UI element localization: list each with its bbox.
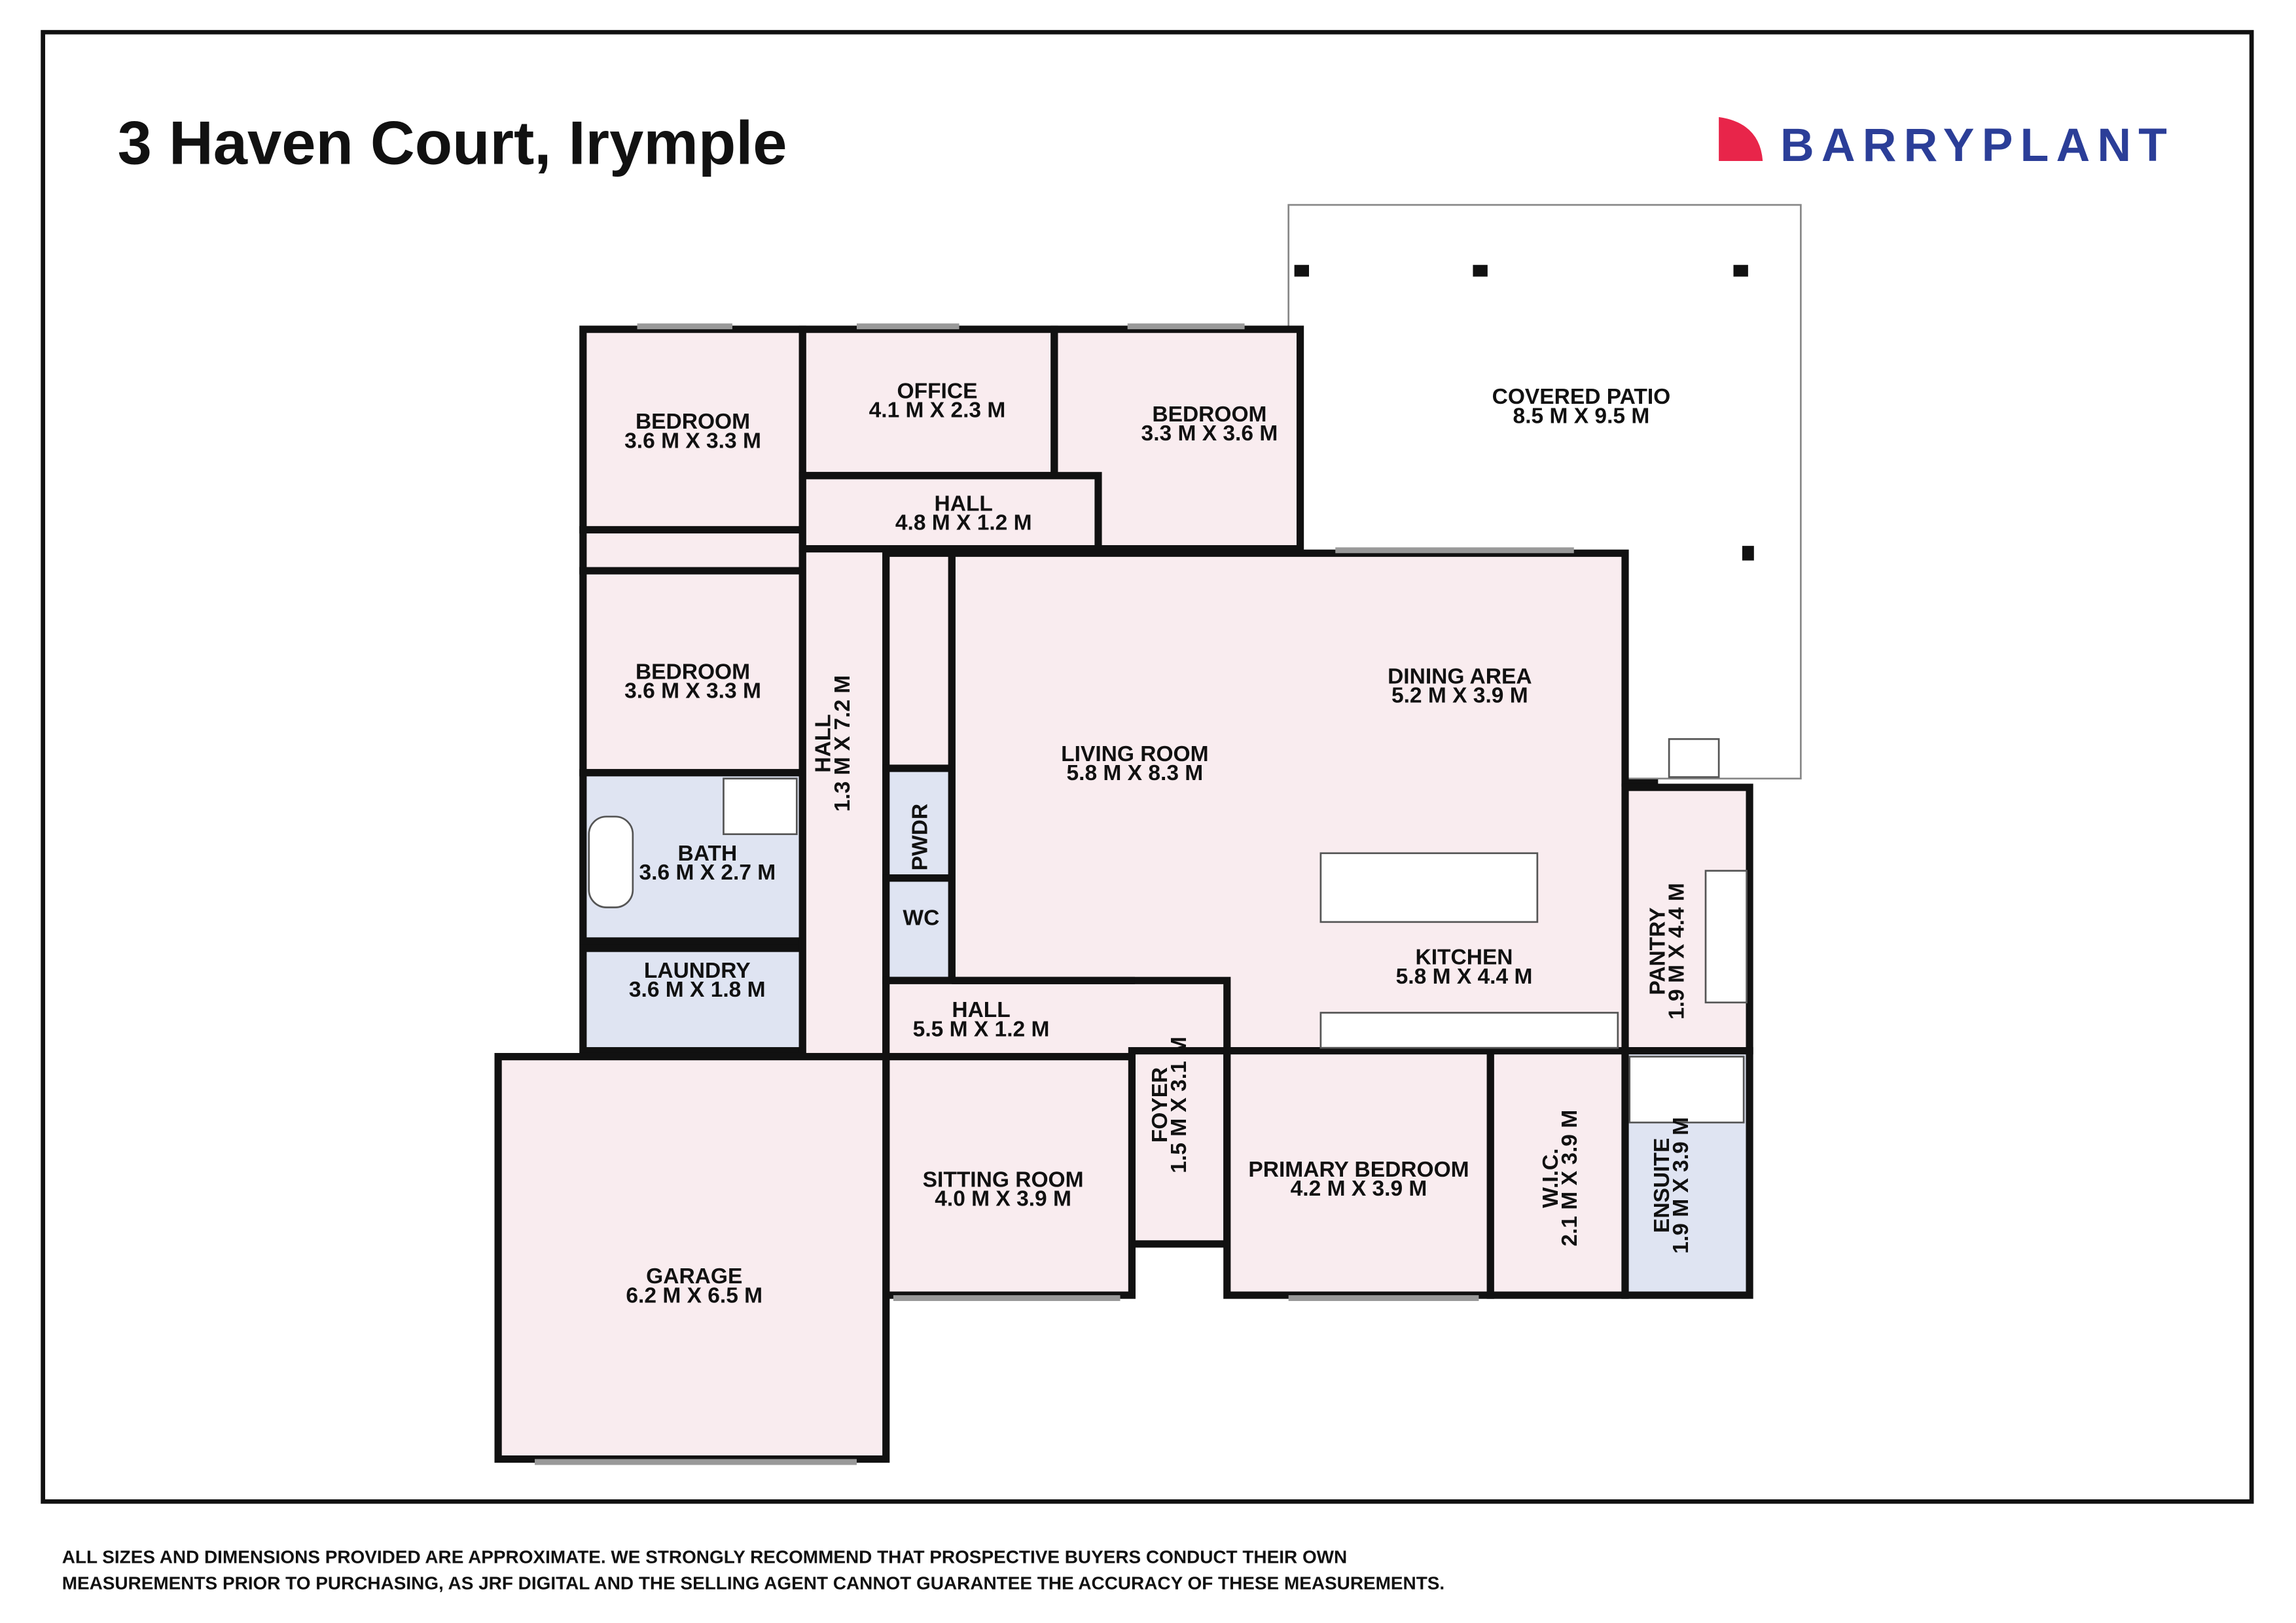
post — [1294, 264, 1309, 277]
disclaimer-line1: ALL SIZES AND DIMENSIONS PROVIDED ARE AP… — [62, 1546, 1348, 1567]
bedroom1-dims: 3.6 M X 3.3 M — [624, 429, 761, 453]
disclaimer-line2: MEASUREMENTS PRIOR TO PURCHASING, AS JRF… — [62, 1573, 1444, 1594]
laundry-name: LAUNDRY — [644, 959, 751, 983]
pantry-name: PANTRY — [1645, 907, 1670, 995]
bathtub-icon — [588, 815, 634, 908]
ensuite-name: ENSUITE — [1650, 1138, 1674, 1233]
hall-bottom-name: HALL — [952, 998, 1010, 1022]
logo-text: BARRYPLANT — [1780, 119, 2174, 171]
foyer-name: FOYER — [1148, 1067, 1172, 1143]
logo-mark-icon — [1719, 116, 1763, 161]
primary-name: PRIMARY BEDROOM — [1248, 1158, 1469, 1182]
hall-top-name: HALL — [935, 491, 993, 516]
kitchen-name: KITCHEN — [1416, 946, 1513, 970]
linen-storage — [579, 526, 806, 575]
wc-name: WC — [903, 906, 939, 930]
kitchen-bench — [1319, 1012, 1619, 1049]
logo: BARRYPLANT — [1719, 116, 2174, 171]
foyer-dims: 1.5 M X 3.1 M — [1167, 1037, 1191, 1173]
room-labels: BEDROOM 3.6 M X 3.3 M OFFICE 4.1 M X 2.3… — [624, 379, 1693, 1308]
kitchen-dims: 5.8 M X 4.4 M — [1396, 965, 1533, 989]
pantry-shelf — [1704, 870, 1748, 1004]
bedroom3-dims: 3.3 M X 3.6 M — [1141, 421, 1278, 446]
pwdr-name: PWDR — [908, 804, 932, 870]
office-dims: 4.1 M X 2.3 M — [869, 398, 1006, 422]
kitchen-island — [1319, 852, 1539, 923]
room-laundry — [579, 944, 806, 1055]
garage-name: GARAGE — [646, 1264, 742, 1289]
bedroom2-name: BEDROOM — [636, 660, 750, 685]
sitting-dims: 4.0 M X 3.9 M — [935, 1187, 1071, 1211]
post — [1742, 546, 1754, 561]
frame-border — [41, 29, 2254, 1504]
wic-name: W.I.C. — [1539, 1149, 1563, 1208]
bedroom1-name: BEDROOM — [636, 410, 750, 434]
cooktop-icon — [1668, 738, 1720, 778]
room-foyer — [1128, 1047, 1231, 1248]
room-living-kitchen-dining — [948, 549, 1659, 1055]
hall-vertical-name: HALL — [812, 714, 836, 772]
hall-bottom-dims: 5.5 M X 1.2 M — [913, 1017, 1050, 1041]
patio-dims: 8.5 M X 9.5 M — [1513, 404, 1650, 428]
dining-dims: 5.2 M X 3.9 M — [1391, 683, 1528, 707]
office-name: OFFICE — [897, 379, 978, 403]
pantry-dims: 1.9 M X 4.4 M — [1664, 883, 1689, 1020]
hall-vertical-dims: 1.3 M X 7.2 M — [831, 675, 855, 812]
post — [1733, 264, 1748, 277]
post — [1473, 264, 1488, 277]
room-primary-bedroom — [1223, 1047, 1494, 1299]
shower-icon — [723, 777, 798, 836]
living-dims: 5.8 M X 8.3 M — [1067, 761, 1204, 785]
room-hall-top — [798, 472, 1102, 553]
patio-name: COVERED PATIO — [1492, 385, 1671, 409]
shower-icon — [1628, 1056, 1745, 1124]
hall-top-dims: 4.8 M X 1.2 M — [895, 511, 1032, 535]
laundry-dims: 3.6 M X 1.8 M — [629, 978, 766, 1002]
primary-dims: 4.2 M X 3.9 M — [1291, 1177, 1427, 1201]
dining-name: DINING AREA — [1388, 664, 1532, 688]
room-garage — [494, 1052, 890, 1463]
bedroom3-name: BEDROOM — [1152, 402, 1266, 427]
page-title: 3 Haven Court, Irymple — [118, 108, 787, 177]
wic-dims: 2.1 M X 3.9 M — [1558, 1110, 1582, 1247]
garage-dims: 6.2 M X 6.5 M — [626, 1283, 762, 1308]
sitting-name: SITTING ROOM — [923, 1168, 1084, 1192]
bath-dims: 3.6 M X 2.7 M — [639, 861, 776, 885]
ensuite-dims: 1.9 M X 3.9 M — [1669, 1117, 1693, 1254]
room-wic — [1486, 1047, 1629, 1299]
room-hall-bottom — [882, 976, 1231, 1061]
cupboards — [882, 549, 956, 772]
living-name: LIVING ROOM — [1061, 742, 1208, 766]
bath-name: BATH — [678, 842, 738, 866]
bedroom2-dims: 3.6 M X 3.3 M — [624, 679, 761, 704]
